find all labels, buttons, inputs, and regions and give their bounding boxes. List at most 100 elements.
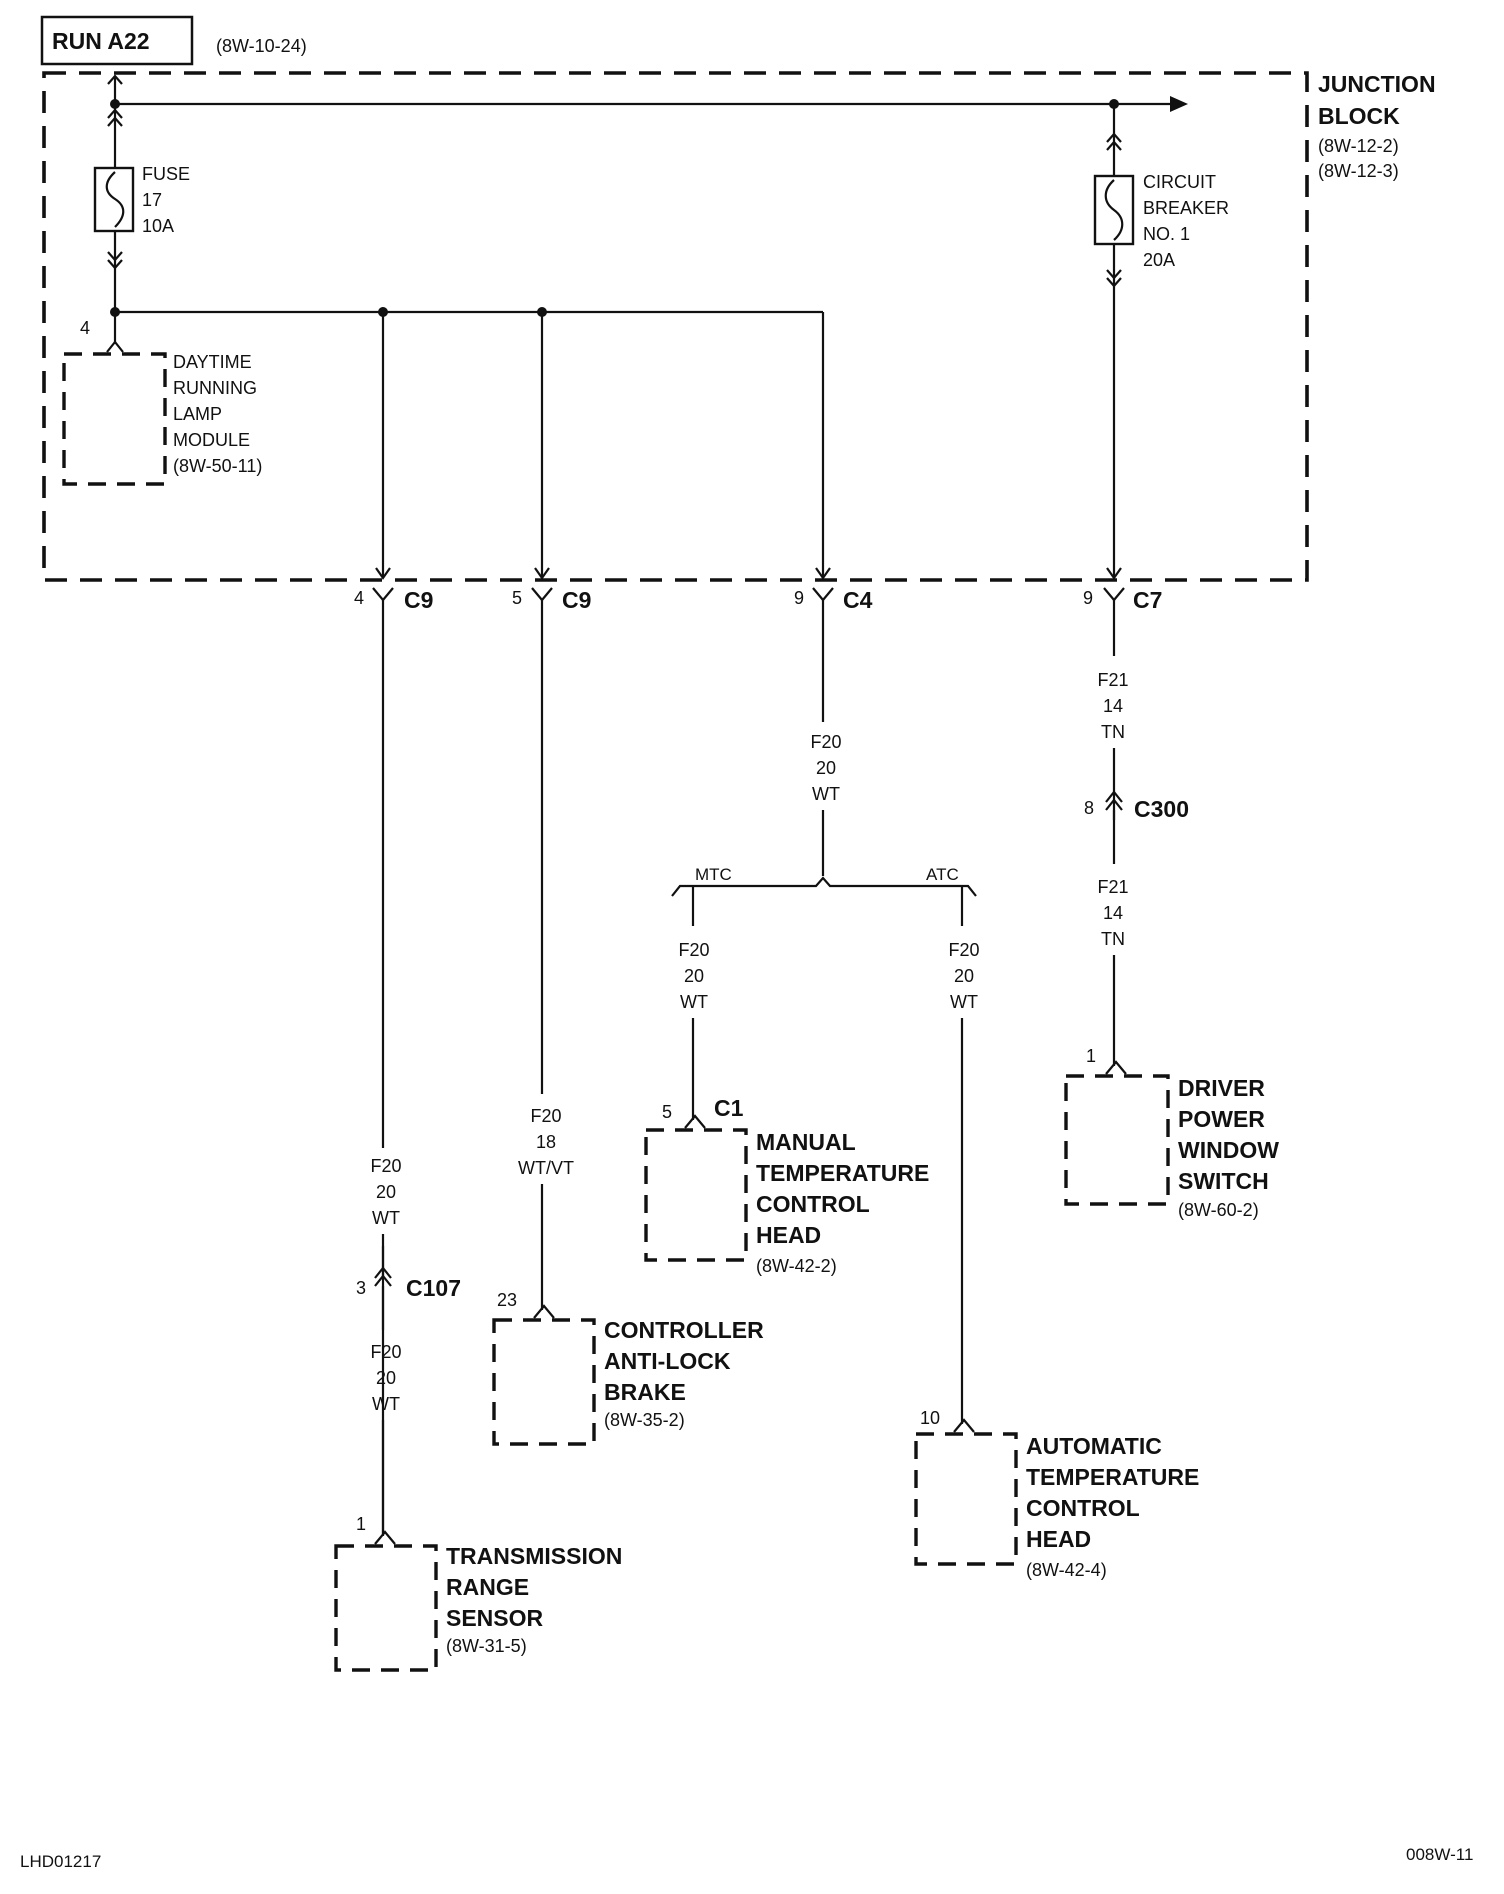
wire-switch-bottom-circuit: F21 <box>1097 877 1128 897</box>
trs-label-1: TRANSMISSION <box>446 1543 622 1569</box>
wire-c4-color: WT <box>812 784 840 804</box>
wire-abs-color: WT/VT <box>518 1158 574 1178</box>
wire-trs-bottom-circuit: F20 <box>370 1342 401 1362</box>
abs-ref: (8W-35-2) <box>604 1410 685 1430</box>
automatic-temperature-control-head: 10 AUTOMATIC TEMPERATURE CONTROL HEAD (8… <box>914 1408 1199 1580</box>
connector-c4: 9 C4 <box>794 587 873 613</box>
mtc-label-3: CONTROL <box>756 1191 870 1217</box>
junction-block-title-2: BLOCK <box>1318 103 1400 129</box>
connector-c9-pin4: 4 C9 <box>354 587 433 613</box>
drl-pin: 4 <box>80 318 90 338</box>
wire-c9-to-abs: F20 18 WT/VT <box>518 600 574 1310</box>
wire-switch-top-gauge: 14 <box>1103 696 1123 716</box>
wire-atc-circuit: F20 <box>948 940 979 960</box>
junction-block-ref-1: (8W-12-2) <box>1318 136 1399 156</box>
footer-left-code: LHD01217 <box>20 1852 101 1871</box>
connector-c9-pin5: 5 C9 <box>512 587 591 613</box>
mtc-label-1: MANUAL <box>756 1129 856 1155</box>
wire-switch-bottom-gauge: 14 <box>1103 903 1123 923</box>
wire-trs-bottom-gauge: 20 <box>376 1368 396 1388</box>
circuit-breaker-1: CIRCUIT BREAKER NO. 1 20A <box>1093 104 1229 580</box>
wire-c4-gauge: 20 <box>816 758 836 778</box>
mtc-label-2: TEMPERATURE <box>756 1160 929 1186</box>
atc-pin: 10 <box>920 1408 940 1428</box>
wire-c9-to-trs: F20 20 WT 3 C107 F20 20 WT <box>356 600 461 1536</box>
drl-module: 4 DAYTIME RUNNING LAMP MODULE (8W-50-11) <box>62 312 262 486</box>
fuse-17: FUSE 17 10A <box>93 104 190 312</box>
atc-label-3: CONTROL <box>1026 1495 1140 1521</box>
atc-label-1: AUTOMATIC <box>1026 1433 1162 1459</box>
breaker-label-1: CIRCUIT <box>1143 172 1216 192</box>
c7-name: C7 <box>1133 587 1162 613</box>
abs-label-2: ANTI-LOCK <box>604 1348 731 1374</box>
branch-mtc: MTC <box>695 865 732 884</box>
manual-temperature-control-head: 5 C1 MANUAL TEMPERATURE CONTROL HEAD (8W… <box>644 1095 929 1276</box>
trs-ref: (8W-31-5) <box>446 1636 527 1656</box>
breaker-label-4: 20A <box>1143 250 1175 270</box>
c1-pin: 5 <box>662 1102 672 1122</box>
run-label-box <box>40 15 194 66</box>
top-bus <box>107 74 1188 112</box>
drl-label-2: RUNNING <box>173 378 257 398</box>
transmission-range-sensor: 1 TRANSMISSION RANGE SENSOR (8W-31-5) <box>334 1514 622 1672</box>
drl-label-3: LAMP <box>173 404 222 424</box>
drl-label-1: DAYTIME <box>173 352 252 372</box>
controller-anti-lock-brake: 23 CONTROLLER ANTI-LOCK BRAKE (8W-35-2) <box>492 1290 764 1446</box>
connector-c7: 9 C7 <box>1083 587 1162 613</box>
wire-mtc-gauge: 20 <box>684 966 704 986</box>
run-label-ref: (8W-10-24) <box>216 36 307 56</box>
wire-trs-top-color: WT <box>372 1208 400 1228</box>
wire-mtc-circuit: F20 <box>678 940 709 960</box>
c9b-name: C9 <box>562 587 591 613</box>
wire-c4-circuit: F20 <box>810 732 841 752</box>
fused-bus <box>110 307 831 580</box>
mtc-label-4: HEAD <box>756 1222 821 1248</box>
fuse-rating: 10A <box>142 216 174 236</box>
wire-switch-top-circuit: F21 <box>1097 670 1128 690</box>
wire-atc-gauge: 20 <box>954 966 974 986</box>
wire-abs-circuit: F20 <box>530 1106 561 1126</box>
wire-abs-gauge: 18 <box>536 1132 556 1152</box>
abs-label-1: CONTROLLER <box>604 1317 764 1343</box>
fuse-number: 17 <box>142 190 162 210</box>
switch-label-2: POWER <box>1178 1106 1265 1132</box>
wire-mtc: F20 20 WT <box>678 940 710 1120</box>
atc-label-4: HEAD <box>1026 1526 1091 1552</box>
footer-right-code: 008W-11 <box>1406 1845 1473 1864</box>
branch-atc: ATC <box>926 865 959 884</box>
mtc-atc-split: MTC ATC <box>671 865 977 926</box>
wire-mtc-color: WT <box>680 992 708 1012</box>
wire-switch-bottom-color: TN <box>1101 929 1125 949</box>
drl-ref: (8W-50-11) <box>173 456 262 476</box>
wire-atc: F20 20 WT <box>948 940 980 1424</box>
breaker-label-3: NO. 1 <box>1143 224 1190 244</box>
fuse-label: FUSE <box>142 164 190 184</box>
junction-block-outline <box>42 71 1309 582</box>
switch-ref: (8W-60-2) <box>1178 1200 1259 1220</box>
c9a-pin: 4 <box>354 588 364 608</box>
c300-pin: 8 <box>1084 798 1094 818</box>
switch-pin: 1 <box>1086 1046 1096 1066</box>
wire-trs-top-circuit: F20 <box>370 1156 401 1176</box>
c9b-pin: 5 <box>512 588 522 608</box>
switch-label-4: SWITCH <box>1178 1168 1269 1194</box>
c1-name: C1 <box>714 1095 744 1121</box>
c107-pin: 3 <box>356 1278 366 1298</box>
switch-label-3: WINDOW <box>1178 1137 1279 1163</box>
c300-name: C300 <box>1134 796 1189 822</box>
wire-switch-top-color: TN <box>1101 722 1125 742</box>
wire-trs-bottom-color: WT <box>372 1394 400 1414</box>
mtc-ref: (8W-42-2) <box>756 1256 837 1276</box>
breaker-label-2: BREAKER <box>1143 198 1229 218</box>
trs-label-2: RANGE <box>446 1574 529 1600</box>
junction-block-title-1: JUNCTION <box>1318 71 1436 97</box>
c107-name: C107 <box>406 1275 461 1301</box>
c9a-name: C9 <box>404 587 433 613</box>
atc-ref: (8W-42-4) <box>1026 1560 1107 1580</box>
driver-power-window-switch: 1 DRIVER POWER WINDOW SWITCH (8W-60-2) <box>1064 1046 1279 1220</box>
trs-pin: 1 <box>356 1514 366 1534</box>
c4-pin: 9 <box>794 588 804 608</box>
wire-trs-top-gauge: 20 <box>376 1182 396 1202</box>
